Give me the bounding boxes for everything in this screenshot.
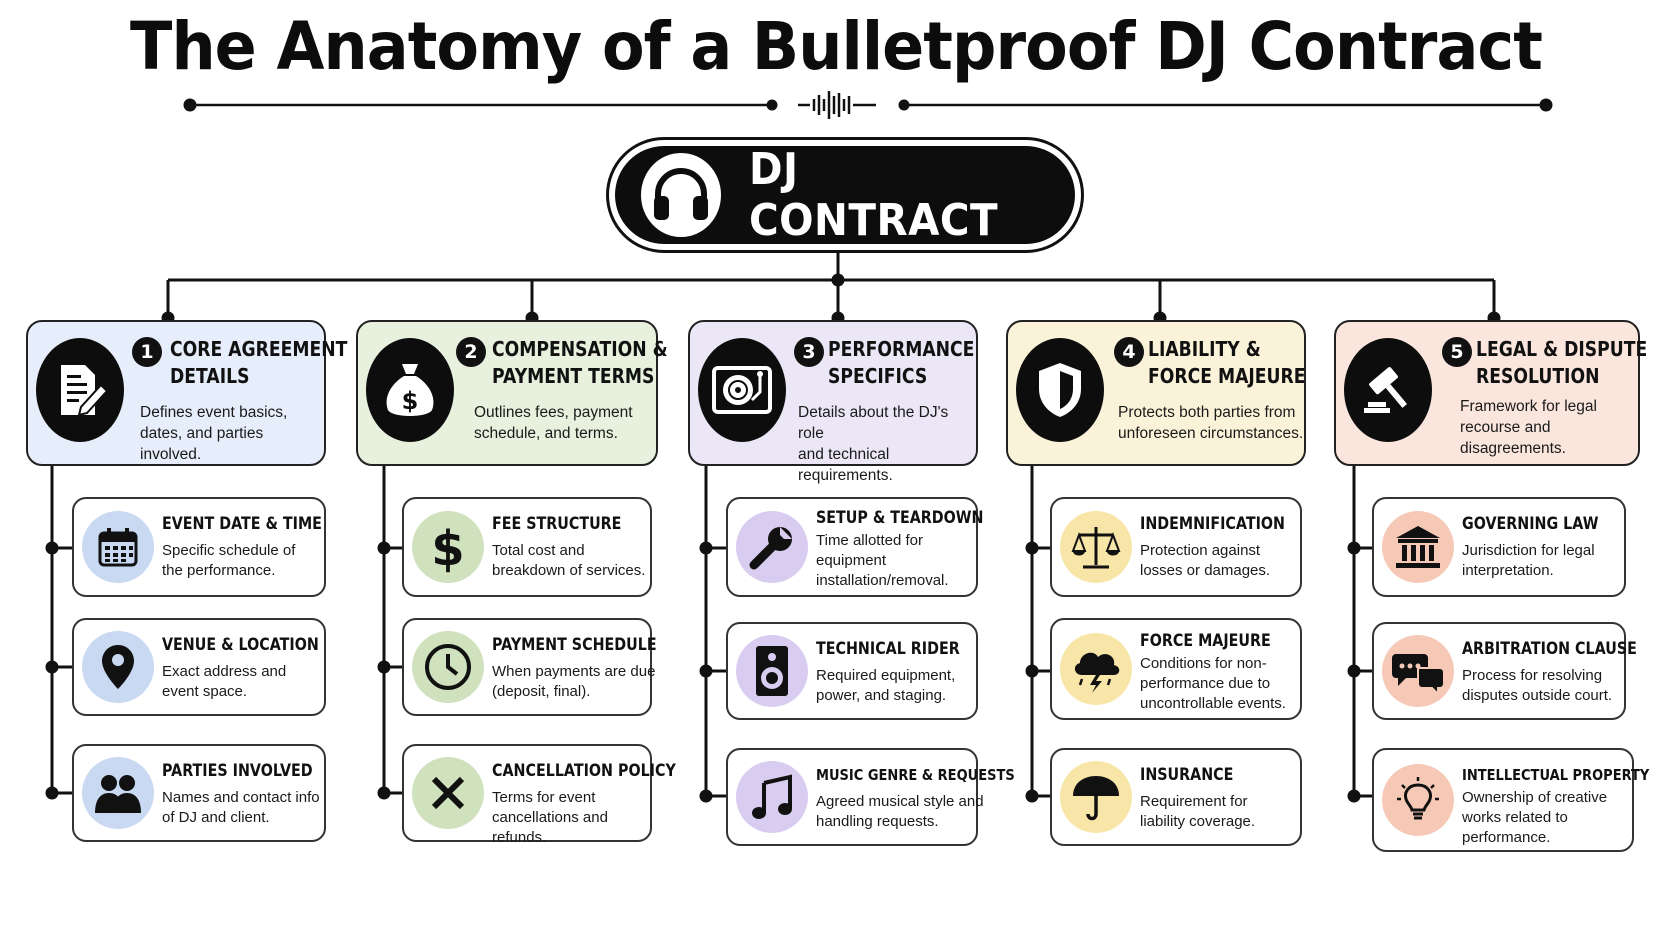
item-card-intellectual-property: INTELLECTUAL PROPERTY Ownership of creat… bbox=[1372, 748, 1649, 852]
speaker-icon bbox=[736, 635, 808, 707]
item-title: FEE STRUCTURE bbox=[492, 514, 622, 534]
wrench-icon bbox=[736, 511, 808, 583]
item-card-arbitration: ARBITRATION CLAUSE Process for resolving… bbox=[1372, 622, 1637, 720]
item-title: INDEMNIFICATION bbox=[1140, 514, 1285, 534]
dollar-icon: $ bbox=[412, 511, 484, 583]
calendar-icon bbox=[82, 511, 154, 583]
item-title: CANCELLATION POLICY bbox=[492, 761, 676, 781]
item-card-music-genre: MUSIC GENRE & REQUESTS Agreed musical st… bbox=[726, 748, 1015, 846]
category-title: COMPENSATION &PAYMENT TERMS bbox=[492, 337, 668, 388]
clock-icon bbox=[412, 631, 484, 703]
item-title: SETUP & TEARDOWN bbox=[816, 508, 984, 528]
item-description: When payments are due(deposit, final). bbox=[492, 663, 656, 700]
category-title: LIABILITY &FORCE MAJEURE bbox=[1148, 337, 1306, 388]
item-title: INTELLECTUAL PROPERTY bbox=[1462, 766, 1650, 784]
item-title: PAYMENT SCHEDULE bbox=[492, 635, 657, 655]
item-title: MUSIC GENRE & REQUESTS bbox=[816, 766, 1015, 784]
lightbulb-icon bbox=[1382, 764, 1454, 836]
page-title: The Anatomy of a Bulletproof DJ Contract bbox=[130, 8, 1543, 85]
dj-contract-node: DJ CONTRACT bbox=[606, 137, 1084, 253]
svg-text:$: $ bbox=[431, 521, 464, 573]
map-pin-icon bbox=[82, 631, 154, 703]
item-description: Required equipment,power, and staging. bbox=[816, 667, 956, 704]
item-title: VENUE & LOCATION bbox=[162, 635, 319, 655]
umbrella-icon bbox=[1060, 761, 1132, 833]
x-mark-icon bbox=[412, 757, 484, 829]
item-title: GOVERNING LAW bbox=[1462, 514, 1599, 534]
courthouse-icon bbox=[1382, 511, 1454, 583]
storm-cloud-icon bbox=[1060, 633, 1132, 705]
svg-text:$: $ bbox=[402, 387, 419, 415]
item-title: FORCE MAJEURE bbox=[1140, 631, 1271, 651]
category-number-badge: 5 bbox=[1442, 337, 1472, 367]
item-title: ARBITRATION CLAUSE bbox=[1462, 639, 1637, 659]
category-compensation: $ 2 COMPENSATION &PAYMENT TERMS Outlines… bbox=[356, 320, 668, 466]
category-number-badge: 3 bbox=[794, 337, 824, 367]
sound-wave-icon bbox=[798, 91, 876, 119]
item-card-payment-schedule: PAYMENT SCHEDULE When payments are due(d… bbox=[402, 618, 657, 716]
item-title: TECHNICAL RIDER bbox=[816, 639, 960, 659]
item-card-force-majeure: FORCE MAJEURE Conditions for non-perform… bbox=[1050, 618, 1302, 720]
item-title: EVENT DATE & TIME bbox=[162, 514, 322, 534]
item-card-technical-rider: TECHNICAL RIDER Required equipment,power… bbox=[726, 622, 978, 720]
item-title: PARTIES INVOLVED bbox=[162, 761, 313, 781]
music-note-icon bbox=[736, 761, 808, 833]
money-bag-icon: $ bbox=[366, 338, 454, 442]
shield-icon bbox=[1016, 338, 1104, 442]
category-number-badge: 2 bbox=[456, 337, 486, 367]
turntable-icon bbox=[698, 338, 786, 442]
dj-contract-label: DJ CONTRACT bbox=[749, 144, 999, 246]
category-number-badge: 4 bbox=[1114, 337, 1144, 367]
headphones-icon bbox=[641, 153, 722, 237]
speech-bubbles-icon bbox=[1382, 635, 1454, 707]
category-description: Defines event basics,dates, and parties … bbox=[140, 404, 288, 463]
document-pen-icon bbox=[36, 338, 124, 442]
item-title: INSURANCE bbox=[1140, 765, 1234, 785]
category-liability: 4 LIABILITY &FORCE MAJEURE Protects both… bbox=[1006, 320, 1306, 466]
scales-icon bbox=[1060, 511, 1132, 583]
gavel-icon bbox=[1344, 338, 1432, 442]
category-number-badge: 1 bbox=[132, 337, 162, 367]
people-icon bbox=[82, 757, 154, 829]
